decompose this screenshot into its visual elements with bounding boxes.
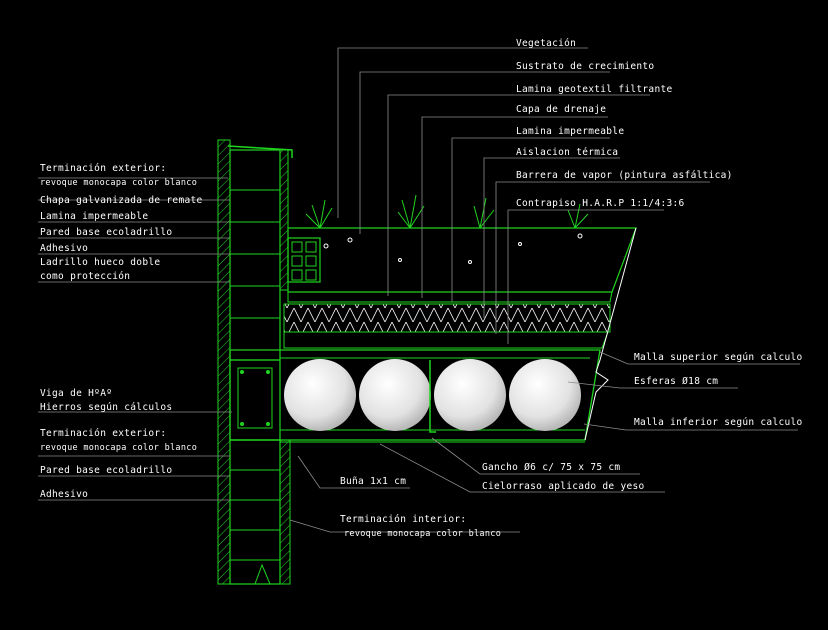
concrete-beam bbox=[229, 359, 281, 441]
label-term-ext2-1: Terminación exterior: bbox=[40, 428, 166, 439]
label-vegetacion: Vegetación bbox=[516, 38, 576, 49]
sphere-2 bbox=[359, 359, 431, 431]
label-impermeable: Lamina impermeable bbox=[516, 126, 624, 137]
label-gancho: Gancho Ø6 c/ 75 x 75 cm bbox=[482, 462, 620, 473]
leader-lines bbox=[38, 47, 800, 533]
label-sustrato: Sustrato de crecimiento bbox=[516, 61, 654, 72]
label-lamina-imp: Lamina impermeable bbox=[40, 211, 148, 222]
vegetation-plants bbox=[305, 194, 589, 229]
label-aislacion: Aislacion térmica bbox=[516, 147, 618, 158]
label-adhesivo: Adhesivo bbox=[40, 243, 88, 254]
label-ladrillo-2: como protección bbox=[40, 271, 130, 282]
label-esferas: Esferas Ø18 cm bbox=[634, 376, 718, 387]
label-malla-inf: Malla inferior según calculo bbox=[634, 417, 803, 428]
label-chapa: Chapa galvanizada de remate bbox=[40, 195, 203, 206]
label-cielorraso: Cielorraso aplicado de yeso bbox=[482, 481, 645, 492]
label-term-ext-1: Terminación exterior: bbox=[40, 163, 166, 174]
sphere-4 bbox=[509, 359, 581, 431]
label-malla-sup: Malla superior según calculo bbox=[634, 352, 803, 363]
label-term-int-1: Terminación interior: bbox=[340, 514, 466, 525]
label-drenaje: Capa de drenaje bbox=[516, 104, 606, 115]
sphere-1 bbox=[284, 359, 356, 431]
label-geotextil: Lamina geotextil filtrante bbox=[516, 84, 673, 95]
label-ladrillo-1: Ladrillo hueco doble bbox=[40, 257, 160, 268]
label-adhesivo-2: Adhesivo bbox=[40, 489, 88, 500]
label-barrera: Barrera de vapor (pintura asfáltica) bbox=[516, 170, 733, 181]
label-pared-base: Pared base ecoladrillo bbox=[40, 227, 172, 238]
label-term-ext-2: revoque monocapa color blanco bbox=[40, 178, 197, 188]
lower-wall bbox=[229, 439, 291, 585]
label-viga-2: Hierros según cálculos bbox=[40, 402, 172, 413]
label-viga-1: Viga de HºAº bbox=[40, 388, 112, 399]
roof-layers bbox=[229, 227, 637, 443]
hollow-brick bbox=[287, 237, 321, 283]
void-spheres bbox=[284, 359, 581, 433]
label-contrapiso: Contrapiso H.A.R.P 1:1/4:3:6 bbox=[516, 198, 685, 209]
label-buna: Buña 1x1 cm bbox=[340, 476, 406, 487]
sphere-3 bbox=[434, 359, 506, 431]
label-pared-base-2: Pared base ecoladrillo bbox=[40, 465, 172, 476]
label-term-ext2-2: revoque monocapa color blanco bbox=[40, 443, 197, 453]
label-term-int-2: revoque monocapa color blanco bbox=[344, 529, 501, 539]
labels: Vegetación Sustrato de crecimiento Lamin… bbox=[40, 38, 803, 539]
